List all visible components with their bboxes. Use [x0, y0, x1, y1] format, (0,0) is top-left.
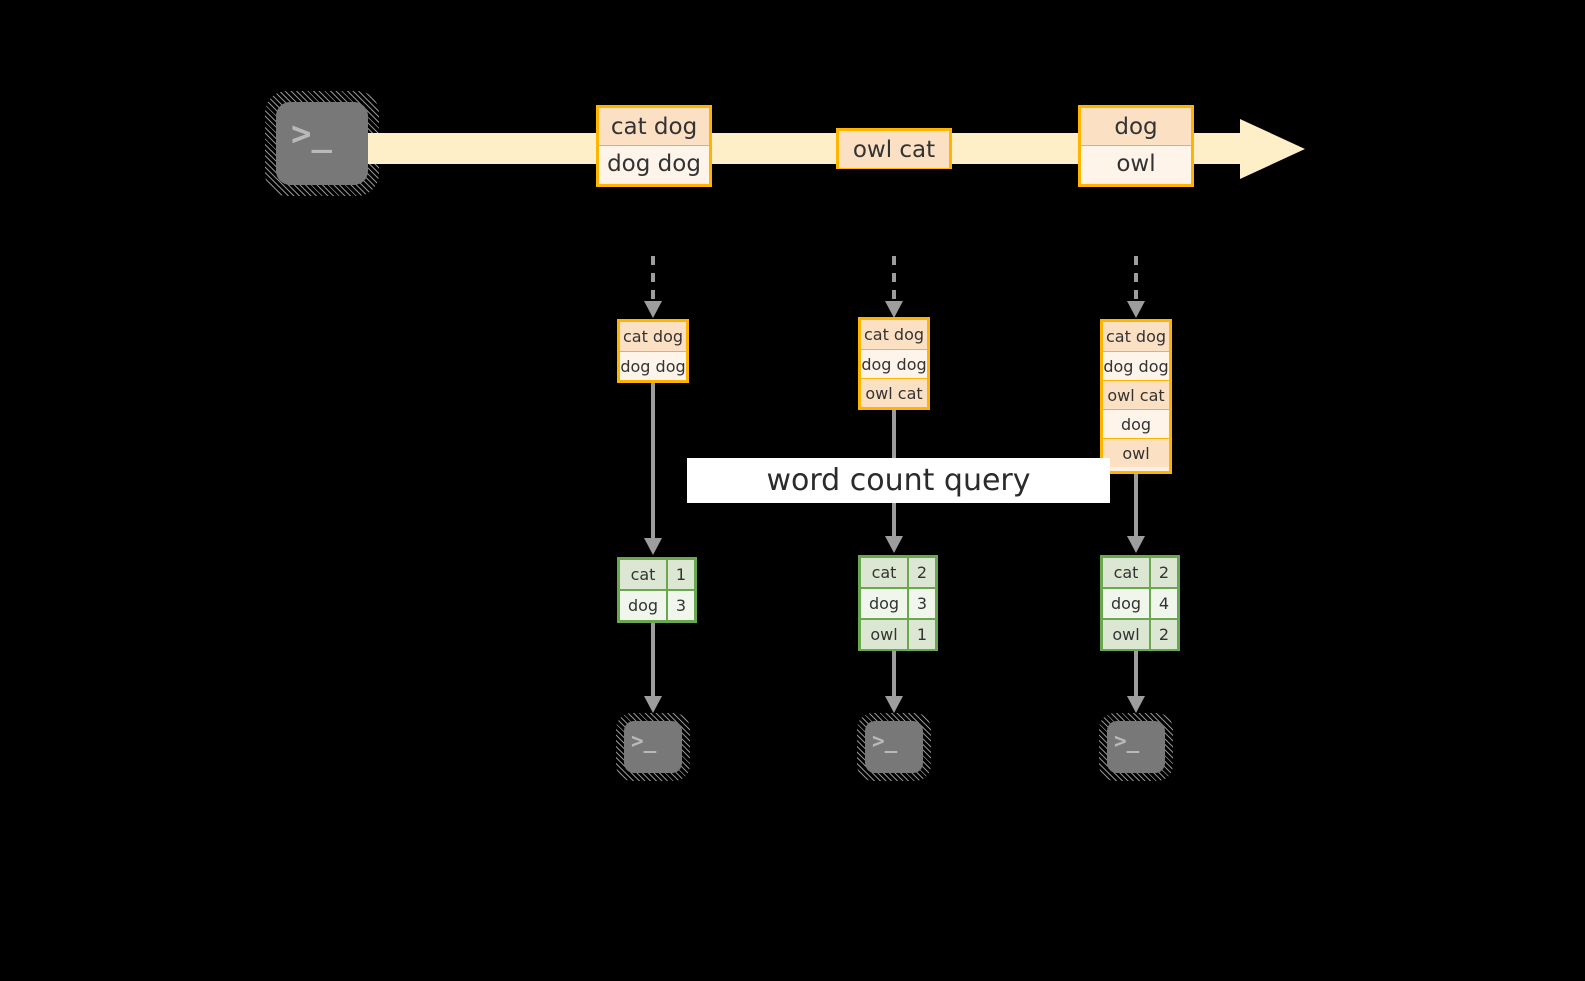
terminal-prompt-label: >_	[872, 729, 898, 753]
terminal-prompt-label: >_	[291, 114, 332, 154]
result-count: 3	[666, 591, 694, 620]
snapshot-row: cat dog	[861, 320, 927, 349]
result-row: dog 3	[620, 589, 694, 620]
result-count: 3	[907, 589, 935, 618]
result-count: 1	[666, 560, 694, 589]
snapshot-row: dog dog	[861, 349, 927, 378]
snapshot-row: owl	[1103, 438, 1169, 467]
result-word: cat	[620, 560, 666, 589]
sink-terminal-1: >_	[616, 713, 690, 781]
snapshot-row: dog dog	[620, 351, 686, 380]
snapshot-row: dog dog	[1103, 351, 1169, 380]
snapshot-table-3: cat dog dog dog owl cat dog owl	[1100, 319, 1172, 474]
result-word: dog	[620, 591, 666, 620]
terminal-prompt-label: >_	[1114, 729, 1140, 753]
result-word: cat	[1103, 558, 1149, 587]
message-line: dog	[1081, 108, 1191, 145]
result-word: dog	[861, 589, 907, 618]
result-row: cat 2	[1103, 558, 1177, 587]
result-word: dog	[1103, 589, 1149, 618]
result-count: 2	[1149, 558, 1177, 587]
terminal-body	[865, 721, 923, 773]
message-line: cat dog	[599, 108, 709, 145]
terminal-body	[624, 721, 682, 773]
snapshot-table-2: cat dog dog dog owl cat	[858, 317, 930, 410]
sink-terminal-2: >_	[857, 713, 931, 781]
message-line: owl	[1081, 145, 1191, 182]
snapshot-table-1: cat dog dog dog	[617, 319, 689, 383]
result-word: owl	[1103, 620, 1149, 649]
result-count: 4	[1149, 589, 1177, 618]
event-stream-arrowhead	[1240, 119, 1305, 179]
result-row: owl 1	[861, 618, 935, 649]
snapshot-row: dog	[1103, 409, 1169, 438]
terminal-body	[1107, 721, 1165, 773]
stream-message-3: dog owl	[1078, 105, 1194, 187]
snapshot-row: owl cat	[861, 378, 927, 407]
result-table-3: cat 2 dog 4 owl 2	[1100, 555, 1180, 651]
result-word: cat	[861, 558, 907, 587]
result-row: owl 2	[1103, 618, 1177, 649]
result-row: cat 1	[620, 560, 694, 589]
terminal-prompt-label: >_	[631, 729, 657, 753]
snapshot-row: owl cat	[1103, 380, 1169, 409]
sink-terminal-3: >_	[1099, 713, 1173, 781]
result-count: 2	[1149, 620, 1177, 649]
result-row: cat 2	[861, 558, 935, 587]
terminal-body	[276, 102, 368, 185]
message-line: dog dog	[599, 145, 709, 182]
result-table-1: cat 1 dog 3	[617, 557, 697, 623]
result-row: dog 3	[861, 587, 935, 618]
snapshot-row: cat dog	[620, 322, 686, 351]
result-word: owl	[861, 620, 907, 649]
stream-message-1: cat dog dog dog	[596, 105, 712, 187]
message-line: owl cat	[839, 131, 949, 168]
result-row: dog 4	[1103, 587, 1177, 618]
result-count: 2	[907, 558, 935, 587]
stream-message-2: owl cat	[836, 128, 952, 169]
result-table-2: cat 2 dog 3 owl 1	[858, 555, 938, 651]
source-terminal-icon: >_	[265, 91, 379, 196]
query-label: word count query	[687, 458, 1110, 503]
result-count: 1	[907, 620, 935, 649]
snapshot-row: cat dog	[1103, 322, 1169, 351]
